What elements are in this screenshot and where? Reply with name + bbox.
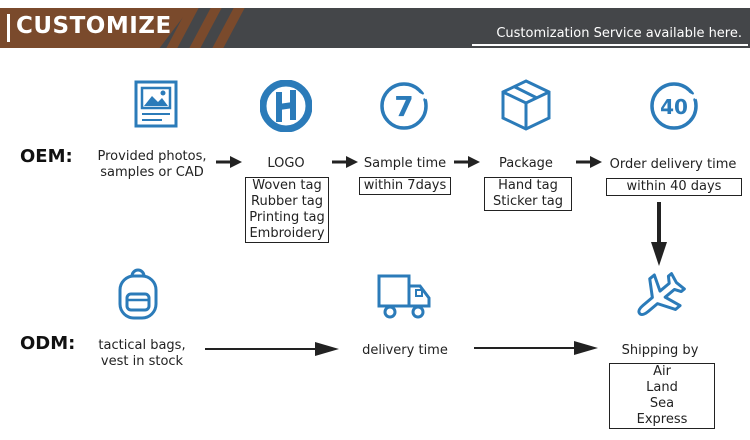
- oem-source-label: Provided photos, samples or CAD: [92, 149, 212, 181]
- arrow-down-icon: [650, 202, 668, 266]
- seven-icon-text: 7: [394, 90, 413, 123]
- airplane-icon: [630, 272, 686, 324]
- long-arrow-right-icon: [205, 341, 339, 357]
- sample-time-value: within 7days: [363, 178, 447, 193]
- oem-label: OEM:: [20, 146, 73, 167]
- shipping-option: Air: [653, 364, 671, 379]
- arrow-right-icon: [454, 155, 480, 169]
- forty-icon-text: 40: [660, 95, 688, 119]
- logo-title: LOGO: [267, 156, 305, 171]
- sample-time-title: Sample time: [363, 156, 447, 171]
- logo-icon: [260, 80, 312, 132]
- shipping-title: Shipping by: [621, 343, 699, 358]
- order-delivery-title: Order delivery time: [609, 157, 737, 172]
- logo-options-box: Woven tag Rubber tag Printing tag Embroi…: [245, 177, 329, 243]
- header-subtitle: Customization Service available here.: [496, 26, 742, 41]
- shipping-option: Land: [646, 380, 678, 395]
- sample-time-box: within 7days: [359, 177, 451, 195]
- odm-source-line: vest in stock: [100, 354, 184, 369]
- truck-icon: [376, 272, 432, 320]
- seven-icon: 7: [378, 80, 430, 132]
- header-brand-block: [0, 8, 190, 48]
- package-option: Hand tag: [498, 178, 558, 193]
- odm-label: ODM:: [20, 333, 75, 354]
- page-title: CUSTOMIZE: [16, 13, 172, 39]
- shipping-options-box: Air Land Sea Express: [609, 363, 715, 429]
- forty-icon: 40: [648, 80, 700, 132]
- oem-label-text: OEM: [20, 146, 66, 167]
- package-title: Package: [499, 156, 553, 171]
- logo-option: Printing tag: [249, 210, 325, 225]
- odm-source-label: tactical bags, vest in stock: [88, 338, 196, 370]
- header-underline: [472, 44, 748, 46]
- shipping-option: Express: [636, 412, 688, 427]
- logo-option: Woven tag: [252, 178, 322, 193]
- odm-source-line: tactical bags,: [98, 338, 186, 353]
- order-delivery-value: within 40 days: [626, 179, 722, 194]
- oem-source-line: Provided photos,: [97, 149, 207, 164]
- arrow-right-icon: [576, 155, 602, 169]
- package-options-box: Hand tag Sticker tag: [484, 177, 572, 211]
- order-delivery-box: within 40 days: [606, 178, 742, 196]
- arrow-right-icon: [216, 155, 242, 169]
- header-brand-mark: [7, 14, 10, 42]
- arrow-right-icon: [332, 155, 358, 169]
- odm-label-text: ODM: [20, 333, 69, 354]
- logo-option: Rubber tag: [251, 194, 323, 209]
- odm-delivery-label: delivery time: [362, 343, 448, 358]
- long-arrow-right-icon: [474, 340, 598, 356]
- odm-label-colon: :: [68, 333, 76, 354]
- package-option: Sticker tag: [493, 194, 563, 209]
- oem-label-colon: :: [65, 146, 73, 167]
- backpack-icon: [116, 266, 160, 320]
- photo-icon: [134, 80, 178, 128]
- shipping-option: Sea: [649, 396, 675, 411]
- package-icon: [500, 78, 552, 132]
- logo-option: Embroidery: [249, 226, 325, 241]
- oem-source-line: samples or CAD: [100, 165, 204, 180]
